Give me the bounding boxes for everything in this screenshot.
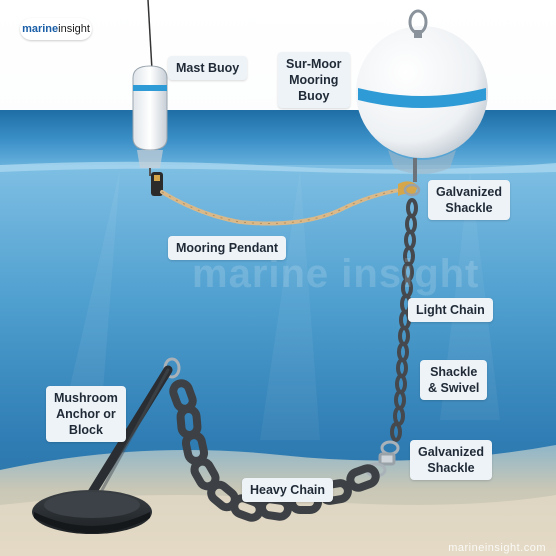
mooring-buoy (356, 9, 488, 182)
label-line: Light Chain (416, 303, 485, 317)
label-line: Shackle (427, 461, 475, 475)
label-mushroom-anchor: Mushroom Anchor or Block (46, 386, 126, 442)
logo-text-a: marine (22, 23, 59, 35)
galvanized-shackle-top (398, 181, 421, 197)
label-mooring-pendant: Mooring Pendant (168, 236, 287, 260)
label-heavy-chain: Heavy Chain (242, 478, 334, 502)
label-line: Mooring Pendant (176, 241, 279, 255)
label-line: Mooring (289, 73, 339, 87)
label-line: Mushroom (54, 391, 118, 405)
label-mast-buoy: Mast Buoy (168, 56, 248, 80)
light-chain (390, 198, 418, 442)
label-shackle-swivel: Shackle & Swivel (420, 360, 488, 400)
label-line: Shackle (445, 201, 493, 215)
logo-text-b: insight (58, 23, 90, 35)
label-line: Heavy Chain (250, 483, 326, 497)
label-line: Buoy (298, 89, 330, 103)
mushroom-anchor (32, 365, 173, 534)
label-line: Galvanized (436, 185, 502, 199)
heavy-chain (169, 379, 380, 522)
label-line: Mast Buoy (176, 61, 240, 75)
label-galvanized-shackle-top: Galvanized Shackle (428, 180, 510, 220)
label-mooring-buoy: Sur-Moor Mooring Buoy (278, 52, 350, 108)
label-line: & Swivel (428, 381, 480, 395)
label-line: Shackle (430, 365, 478, 379)
mast-buoy (132, 65, 168, 196)
mast-pole (147, 0, 153, 71)
label-line: Block (68, 423, 103, 437)
label-light-chain: Light Chain (408, 298, 493, 322)
label-line: Galvanized (418, 445, 484, 459)
footer-url: marineinsight.com (448, 542, 546, 554)
label-line: Anchor or (56, 407, 116, 421)
label-line: Sur-Moor (286, 57, 342, 71)
label-galvanized-shackle-bottom: Galvanized Shackle (410, 440, 492, 480)
marine-insight-logo: marineinsight (20, 18, 92, 40)
